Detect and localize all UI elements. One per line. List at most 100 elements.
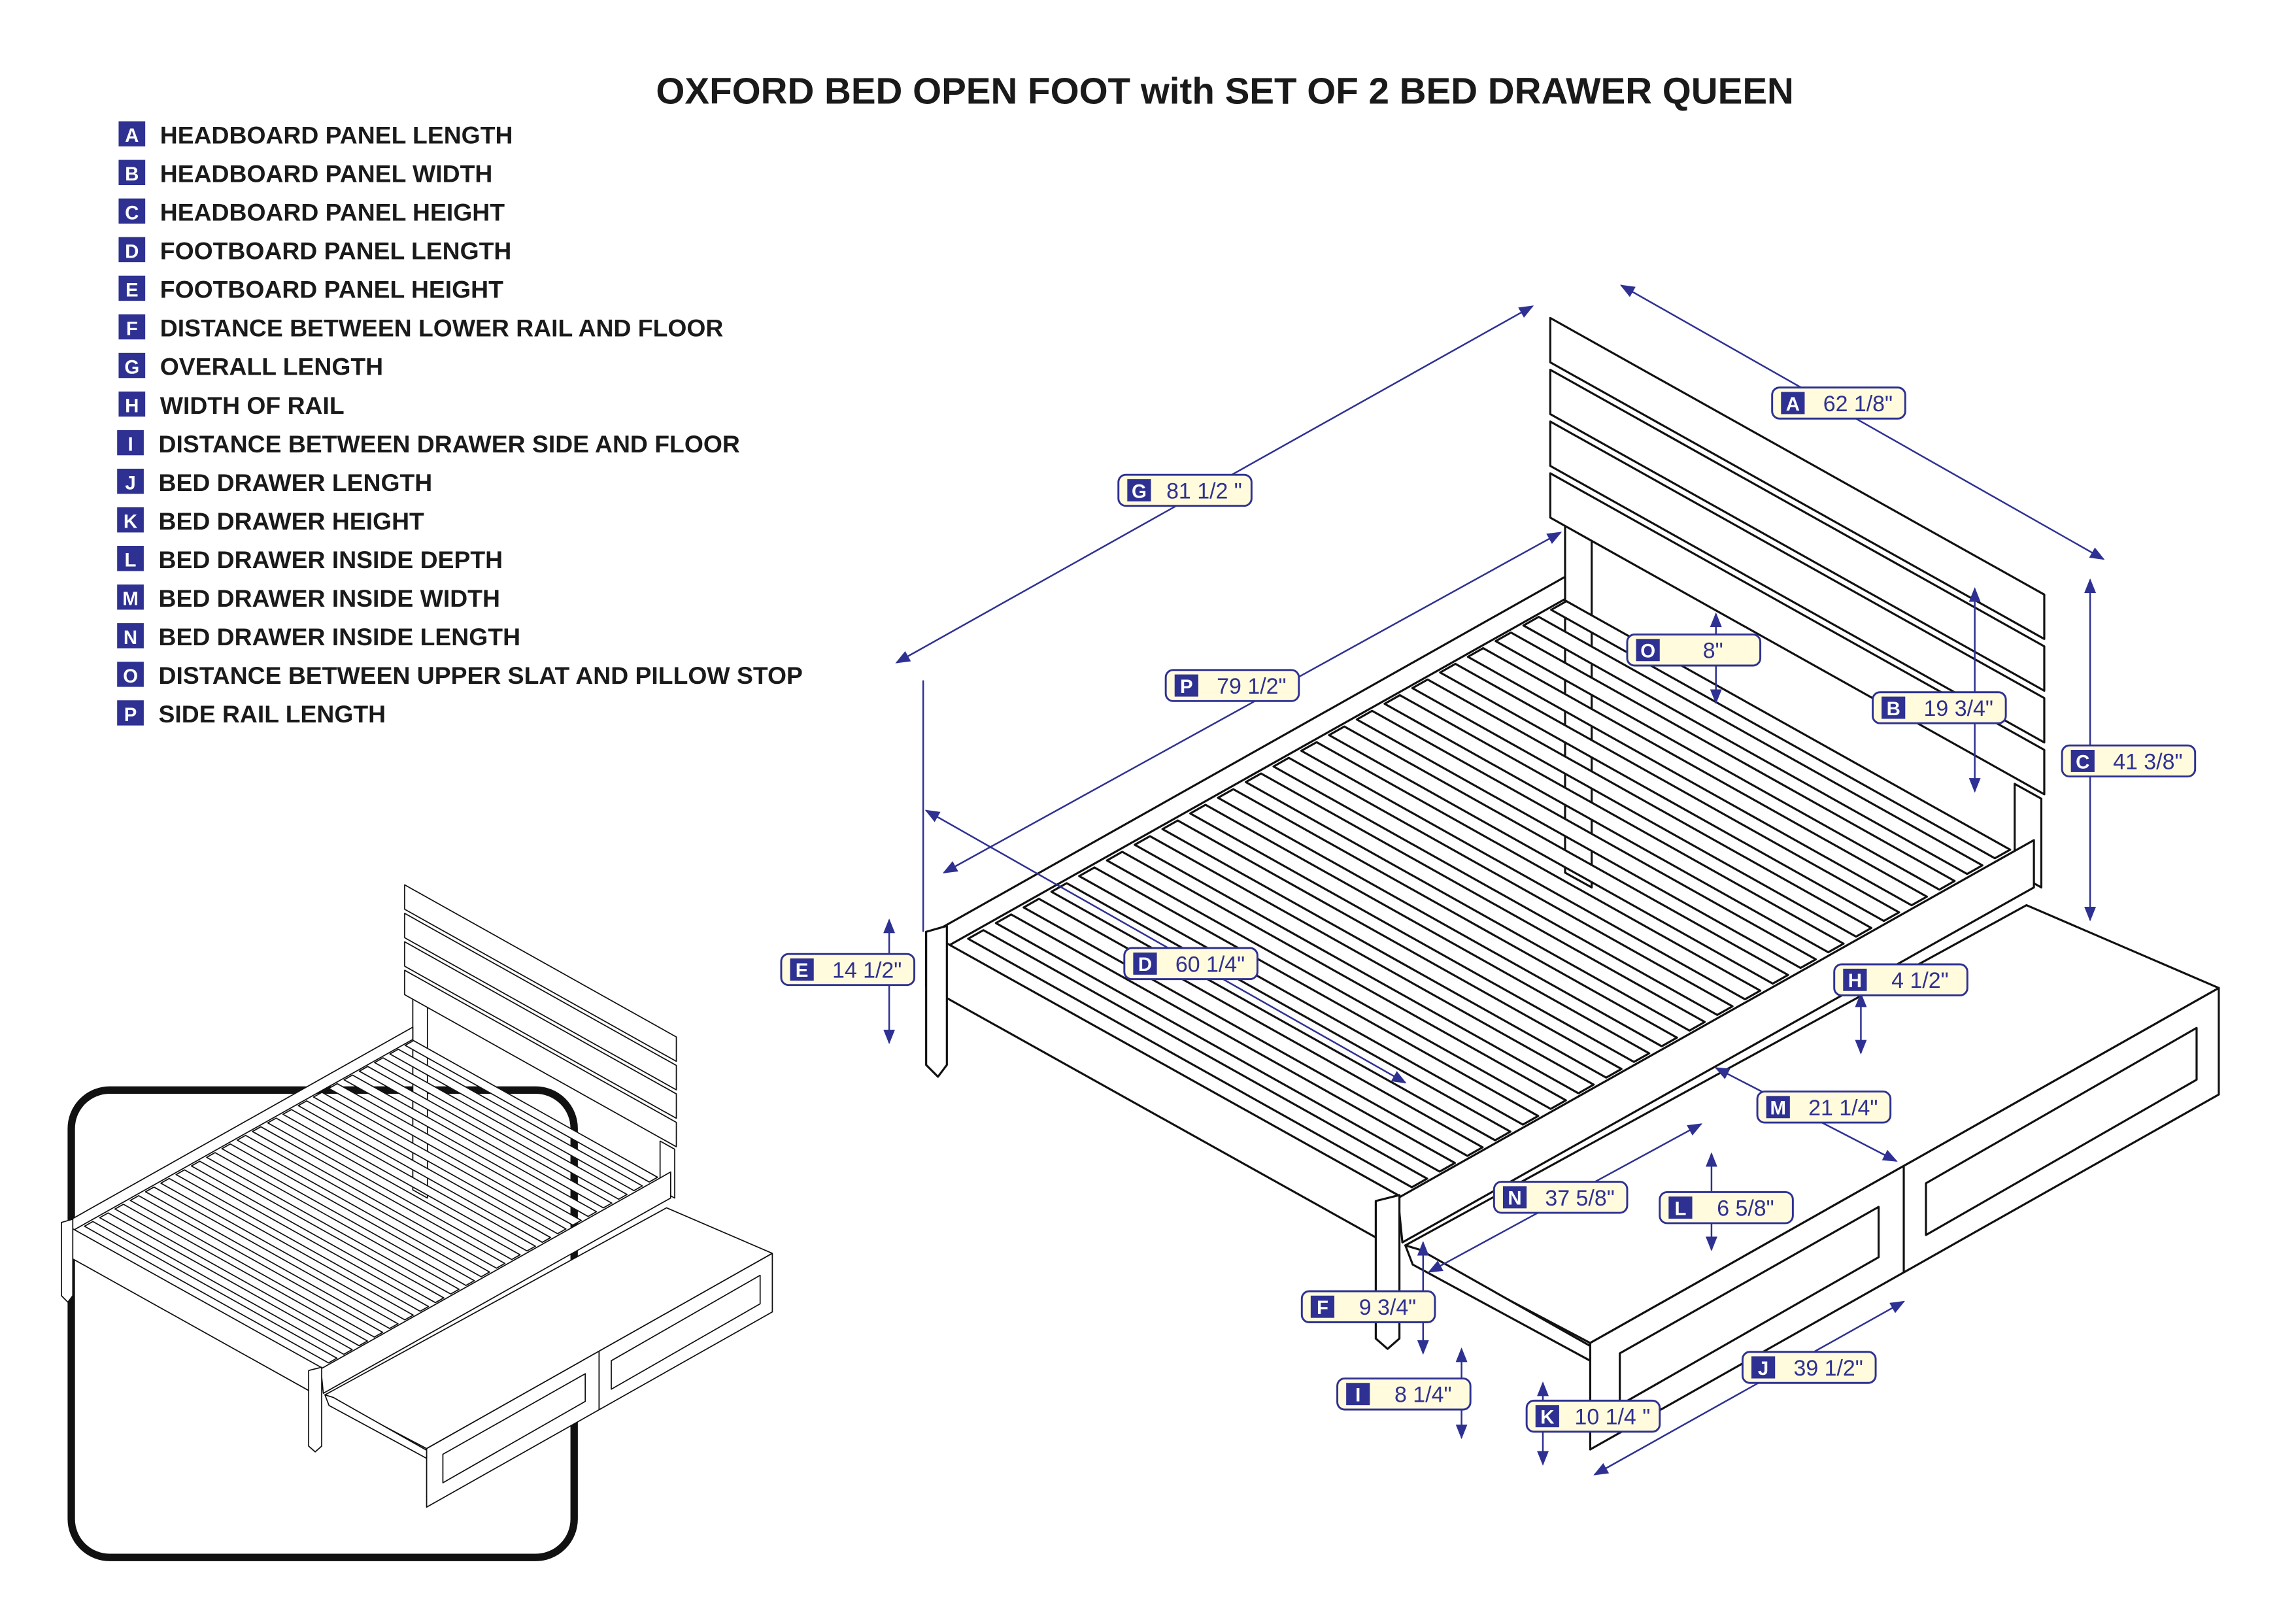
dimension-label: I 8 1/4" (1336, 1377, 1472, 1411)
legend-item: J BED DRAWER LENGTH (117, 469, 432, 496)
dimension-value: 6 5/8" (1717, 1196, 1774, 1221)
dimension-letter: E (796, 960, 809, 981)
dimension-letter-box (1346, 1383, 1370, 1406)
legend-letter-box (117, 662, 144, 687)
legend-text: DISTANCE BETWEEN LOWER RAIL AND FLOOR (160, 314, 724, 342)
legend-text: OVERALL LENGTH (160, 353, 383, 381)
dimension-value: 10 1/4 " (1574, 1405, 1650, 1430)
dimension-letter: I (1355, 1385, 1360, 1406)
legend-text: HEADBOARD PANEL WIDTH (160, 160, 493, 187)
dimension-label: L 6 5/8" (1659, 1191, 1794, 1225)
legend-text: BED DRAWER INSIDE WIDTH (159, 584, 500, 612)
legend-text: HEADBOARD PANEL HEIGHT (160, 199, 505, 226)
dimension-letter: C (2076, 751, 2089, 773)
legend-letter-box (118, 352, 146, 379)
legend-letter-box (118, 198, 146, 224)
dimension-letter-box (790, 958, 814, 981)
inset-preview (61, 884, 773, 1561)
legend-letter-box (117, 507, 144, 533)
dimension-letter: B (1887, 698, 1900, 720)
legend-letter: I (127, 434, 133, 456)
dimension-value: 62 1/8" (1823, 392, 1893, 416)
dimension-letter-box (1751, 1356, 1776, 1379)
legend-item: G OVERALL LENGTH (118, 353, 383, 381)
dimension-letter: P (1180, 676, 1193, 698)
dimension-letter: N (1508, 1188, 1521, 1210)
dimension-letter: A (1786, 394, 1800, 415)
dimension-lines (883, 284, 2105, 1476)
dimension-letter: H (1848, 970, 1862, 992)
dimension-value: 9 3/4" (1359, 1295, 1417, 1320)
dimension-letter-box (1668, 1196, 1693, 1219)
legend-letter-box (118, 391, 146, 417)
dimension-label: H 4 1/2" (1833, 963, 1968, 996)
legend-letter: C (125, 202, 139, 224)
legend-letter-box (118, 314, 146, 340)
dimension-label: N 37 5/8" (1493, 1181, 1629, 1214)
legend-text: BED DRAWER HEIGHT (159, 507, 425, 535)
dimension-label: K 10 1/4 " (1525, 1399, 1661, 1433)
dimension-label: C 41 3/8" (2061, 744, 2197, 778)
dimension-value: 4 1/2" (1891, 968, 1949, 993)
legend-letter: G (124, 356, 139, 378)
legend-letter-box (118, 275, 146, 301)
dimension-letter-box (1133, 952, 1157, 975)
legend-letter-box (117, 623, 144, 649)
dimension-value: 60 1/4" (1175, 952, 1245, 977)
dimension-letter-box (1636, 639, 1660, 662)
dimension-letter-box (1781, 392, 1805, 414)
dimension-value: 79 1/2" (1217, 674, 1286, 699)
dimension-label: E 14 1/2" (780, 953, 916, 987)
dimension-value: 37 5/8" (1545, 1186, 1614, 1211)
dimension-letter-box (1127, 479, 1151, 501)
legend-letter: K (124, 511, 137, 533)
legend-text: BED DRAWER LENGTH (159, 469, 433, 496)
legend-text: SIDE RAIL LENGTH (159, 700, 386, 728)
dimension-letter: J (1758, 1358, 1768, 1379)
legend-letter-box (118, 121, 146, 146)
dimension-letter-box (1174, 674, 1198, 697)
legend-text: HEADBOARD PANEL LENGTH (160, 121, 513, 148)
legend-text: FOOTBOARD PANEL LENGTH (160, 237, 512, 265)
dimension-letter-box (2070, 749, 2095, 772)
dimension-label: A 62 1/8" (1771, 386, 1906, 420)
legend-letter-box (117, 584, 144, 610)
legend-letter: N (124, 627, 137, 649)
dimension-letter: K (1540, 1406, 1554, 1428)
dimension-letter: M (1770, 1098, 1785, 1119)
legend-text: WIDTH OF RAIL (160, 392, 345, 419)
dimension-letter-box (1310, 1295, 1335, 1318)
legend-letter-box (117, 430, 144, 456)
legend-letter-box (118, 237, 146, 263)
legend-letter: P (124, 704, 137, 726)
dimension-letter-box (1882, 696, 1906, 719)
legend-letter-box (117, 700, 144, 726)
legend-letter: B (125, 163, 139, 185)
dimension-label: P 79 1/2" (1164, 669, 1300, 702)
dimension-value: 14 1/2" (832, 958, 902, 983)
legend-letter: L (125, 550, 137, 571)
legend-letter: J (125, 473, 135, 494)
legend-letter-box (117, 546, 144, 571)
legend-letter: D (125, 241, 139, 262)
dimension-value: 41 3/8" (2113, 749, 2182, 774)
dimension-letter: L (1674, 1198, 1686, 1219)
legend-text: FOOTBOARD PANEL HEIGHT (160, 276, 503, 303)
dimension-letter-box (1535, 1405, 1559, 1428)
dimension-value: 8 1/4" (1394, 1383, 1452, 1408)
